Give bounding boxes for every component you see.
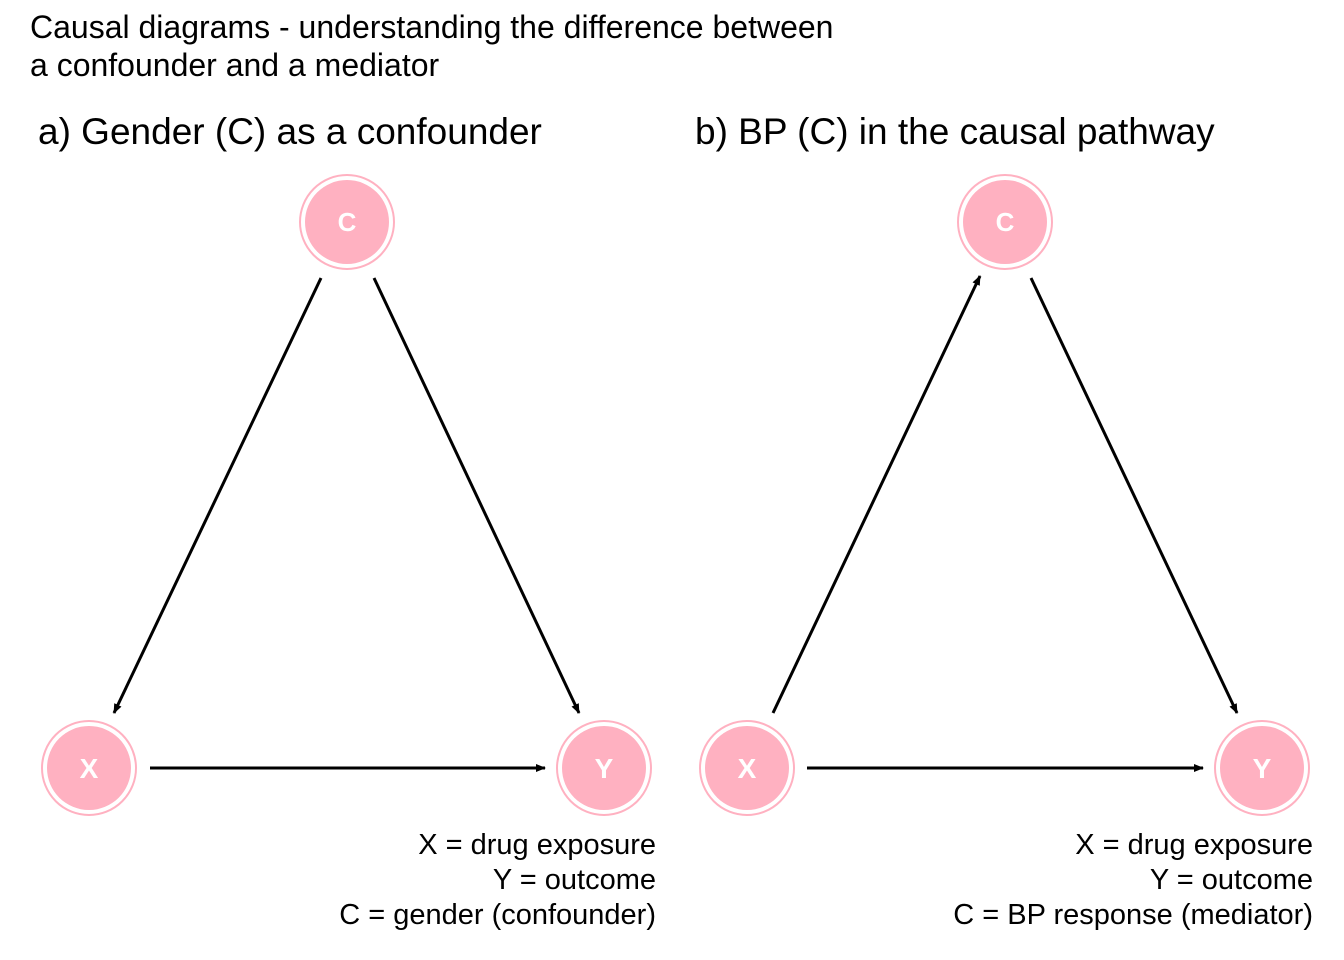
panel-a-node-y: Y: [556, 720, 652, 816]
legend-b-y: Y = outcome: [1149, 864, 1313, 896]
panel-b-title: b) BP (C) in the causal pathway: [695, 111, 1215, 152]
legend-a-x: X = drug exposure: [418, 829, 656, 861]
panel-b-node-x: X: [699, 720, 795, 816]
panel-b-node-y: Y: [1214, 720, 1310, 816]
panel-b-node-x-label: X: [738, 753, 757, 784]
panel-b-node-c-label: C: [996, 207, 1015, 237]
figure-title-line-1: Causal diagrams - understanding the diff…: [30, 9, 834, 45]
panel-a-node-c: C: [299, 174, 395, 270]
panel-b-node-c: C: [957, 174, 1053, 270]
panel-a-edges: [112, 277, 581, 772]
panel-a-title: a) Gender (C) as a confounder: [38, 111, 542, 152]
legend-b-x: X = drug exposure: [1075, 829, 1313, 861]
legend-b-c: C = BP response (mediator): [953, 899, 1313, 931]
panel-a-node-c-label: C: [338, 207, 357, 237]
legend-a-y: Y = outcome: [492, 864, 656, 896]
figure-title-line-2: a confounder and a mediator: [30, 47, 440, 83]
panel-b-node-y-label: Y: [1253, 753, 1272, 784]
legend-a-c: C = gender (confounder): [339, 899, 656, 931]
edge-a-c-to-x: [112, 277, 323, 714]
edge-b-c-to-y: [1029, 277, 1239, 714]
panel-b-edges: [771, 275, 1239, 772]
panel-a-legend: X = drug exposure Y = outcome C = gender…: [236, 828, 656, 933]
panel-b-legend: X = drug exposure Y = outcome C = BP res…: [893, 828, 1313, 933]
edge-a-c-to-y: [372, 277, 581, 714]
panel-a-node-x: X: [41, 720, 137, 816]
panel-a-node-y-label: Y: [595, 753, 614, 784]
edge-b-x-to-c: [771, 275, 982, 714]
panel-a-node-x-label: X: [80, 753, 99, 784]
